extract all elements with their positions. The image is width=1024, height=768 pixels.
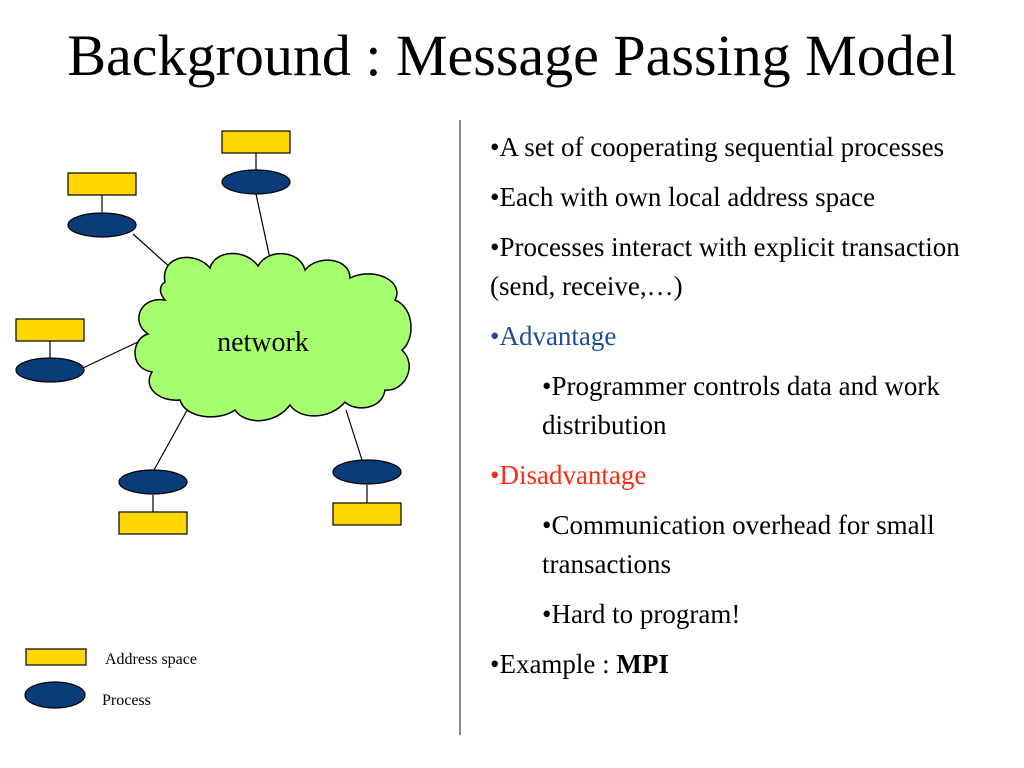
network-label: network xyxy=(217,327,309,358)
bullet-local-address-space: •Each with own local address space xyxy=(490,182,876,212)
network-cloud: network xyxy=(134,252,412,422)
bullet-communication-overhead: •Communication overhead for small transa… xyxy=(542,510,935,579)
legend-process-label: Process xyxy=(102,692,151,709)
legend-address-space-label: Address space xyxy=(105,651,197,668)
legend: Address space Process xyxy=(24,648,197,709)
process-top xyxy=(221,169,291,195)
process-nodes xyxy=(15,130,402,535)
bullet-programmer-controls: •Programmer controls data and work distr… xyxy=(542,371,940,440)
link-node-left xyxy=(82,339,143,369)
legend-address-space-swatch xyxy=(25,648,87,666)
bullet-example-mpi: MPI xyxy=(616,649,669,679)
message-passing-diagram: network Address space Process xyxy=(15,130,412,709)
address-space-top xyxy=(221,130,291,154)
bullet-example-prefix: •Example : xyxy=(490,649,617,679)
network-cloud-shape xyxy=(134,252,412,422)
address-space-bottom-right xyxy=(332,502,402,526)
bullet-example: •Example : MPI xyxy=(490,645,1000,684)
process-left xyxy=(15,357,85,383)
process-bottom-left xyxy=(118,469,188,495)
bullet-explicit-transaction: •Processes interact with explicit transa… xyxy=(490,232,960,301)
link-node-bottom-right xyxy=(345,409,363,461)
address-space-bottom-left xyxy=(118,511,188,535)
address-space-upper-left xyxy=(67,172,137,196)
bullet-disadvantage: •Disadvantage xyxy=(490,460,647,490)
legend-process-swatch xyxy=(24,681,86,709)
address-space-left xyxy=(15,318,85,342)
bullet-advantage: •Advantage xyxy=(490,321,617,351)
process-bottom-right xyxy=(332,459,402,485)
bullet-cooperating-processes: •A set of cooperating sequential process… xyxy=(490,132,945,162)
bullet-hard-to-program: •Hard to program! xyxy=(542,599,741,629)
slide-title: Background : Message Passing Model xyxy=(67,23,957,88)
connection-lines xyxy=(49,153,368,512)
process-upper-left xyxy=(67,212,137,238)
link-node-bottom-left xyxy=(153,404,191,471)
column-divider xyxy=(459,120,461,735)
bullet-list: •A set of cooperating sequential process… xyxy=(490,128,1000,684)
